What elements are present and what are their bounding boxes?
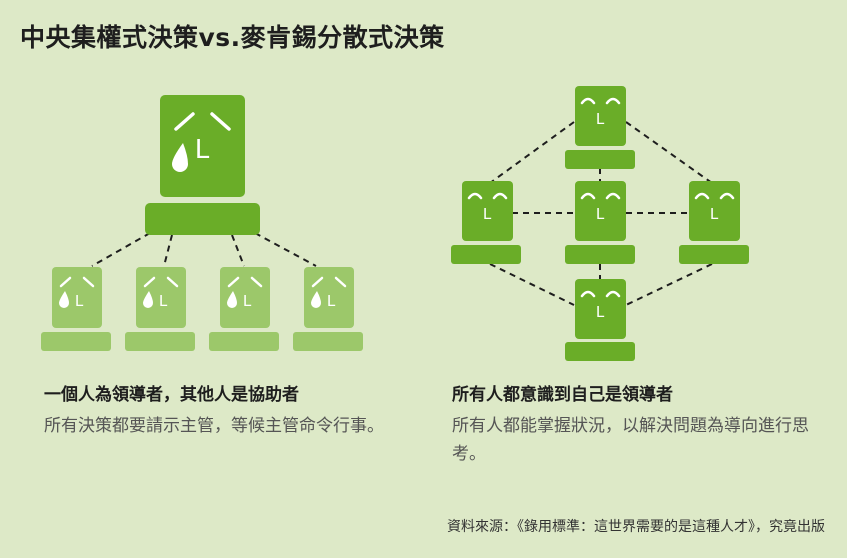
peer-head [575,86,626,146]
smiling-eyes-icon [580,192,621,200]
connector-line [489,121,575,184]
peer-figure-bottom: L [565,279,635,361]
page-title: 中央集權式決策vs.麥肯錫分散式決策 [20,23,445,52]
worried-brow-icon [143,276,179,288]
follower-body [209,332,279,351]
worried-brow-icon [311,276,347,288]
peer-body [565,245,635,264]
source-credit: 資料來源：《錄用標準：這世界需要的是這種人才》，究竟出版 [447,519,825,535]
connector-line [625,263,713,306]
peer-body [451,245,521,264]
follower-figure: L [41,267,111,351]
centralized-heading: 一個人為領導者，其他人是協助者 [44,385,299,405]
peer-figure-top: L [565,86,635,169]
connector-line [254,232,317,267]
smiling-eyes-icon [580,290,621,298]
follower-body [41,332,111,351]
sweat-drop-icon [172,143,188,172]
peer-figure-center: L [565,181,635,264]
centralized-diagram: L L L L L [41,95,363,351]
follower-mark: L [75,292,84,310]
follower-mark: L [159,292,168,310]
centralized-description: 所有決策都要請示主管，等候主管命令行事。 [44,416,384,436]
peer-head [689,181,740,241]
peer-figure-left: L [451,181,521,264]
peer-mark: L [596,303,605,321]
sweat-drop-icon [227,291,237,308]
peer-body [679,245,749,264]
peer-mark: L [596,110,605,128]
peer-head [462,181,513,241]
distributed-caption: 所有人都意識到自己是領導者 所有人都能掌握狀況，以解決問題為導向進行思考。 [452,382,822,468]
worried-brow-icon [227,276,263,288]
distributed-diagram: L L L L L [451,86,749,361]
smiling-eyes-icon [694,192,735,200]
follower-figure: L [125,267,195,351]
angry-brow-icon [174,112,231,131]
sweat-drop-icon [143,291,153,308]
follower-mark: L [243,292,252,310]
hierarchy-connectors [91,232,317,267]
centralized-caption: 一個人為領導者，其他人是協助者 所有決策都要請示主管，等候主管命令行事。 [44,382,414,440]
smiling-eyes-icon [580,97,621,105]
peer-body [565,342,635,361]
leader-mark: L [195,135,210,165]
follower-mark: L [327,292,336,310]
connector-line [91,232,151,267]
smiling-eyes-icon [467,192,508,200]
leader-figure: L [145,95,260,235]
follower-figure: L [293,267,363,351]
connector-line [231,234,245,267]
follower-figure: L [209,267,279,351]
peer-body [565,150,635,169]
peer-mark: L [710,205,719,223]
follower-body [125,332,195,351]
connector-line [163,234,173,267]
connector-line [625,121,713,184]
worried-brow-icon [59,276,95,288]
sweat-drop-icon [59,291,69,308]
network-connectors [489,121,713,306]
sweat-drop-icon [311,291,321,308]
follower-body [293,332,363,351]
distributed-description: 所有人都能掌握狀況，以解決問題為導向進行思考。 [452,416,809,464]
peer-figure-right: L [679,181,749,264]
leader-body [145,203,260,235]
connector-line [489,263,575,306]
peer-head [575,279,626,339]
peer-mark: L [483,205,492,223]
peer-head [575,181,626,241]
peer-mark: L [596,205,605,223]
distributed-heading: 所有人都意識到自己是領導者 [452,385,673,405]
